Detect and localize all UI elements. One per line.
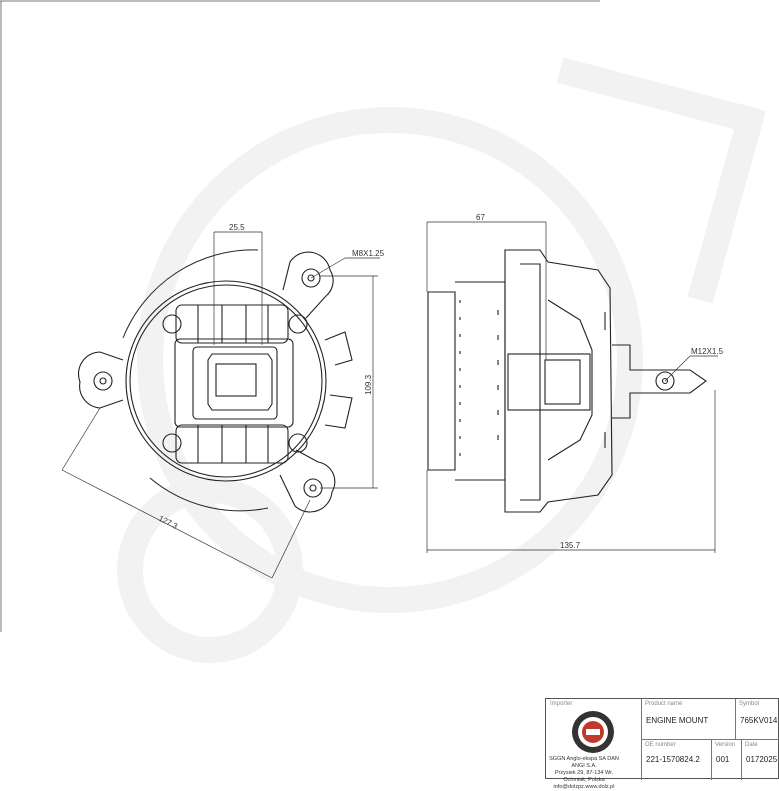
front-view bbox=[77, 249, 353, 513]
front-dimensions bbox=[61, 231, 380, 579]
producer-cell: Importer SGGN Anglo-ekspa SA DAN ANGI S.… bbox=[546, 699, 641, 790]
producer-address: SGGN Anglo-ekspa SA DAN ANGI S.A. Przysi… bbox=[547, 756, 621, 791]
title-block: Importer SGGN Anglo-ekspa SA DAN ANGI S.… bbox=[545, 698, 779, 790]
version-cell: Version 001 bbox=[711, 739, 741, 780]
version-value: 001 bbox=[716, 755, 730, 764]
dim-total-length: 135.7 bbox=[560, 541, 581, 550]
company-logo-icon bbox=[572, 711, 614, 753]
side-view bbox=[427, 249, 707, 513]
oe-label: OE number bbox=[645, 742, 676, 748]
producer-address-line: SGGN Anglo-ekspa SA DAN ANGI S.A. bbox=[549, 756, 619, 769]
producer-address-line: Przysiek 29, 87-134 Wr. Ochmiak, Polska bbox=[554, 770, 614, 783]
oe-cell: OE number 221-1570824.2 bbox=[641, 739, 711, 780]
symbol-cell: Symbol 765KV014 bbox=[735, 699, 779, 739]
dim-thread-top: M8X1.25 bbox=[352, 249, 385, 258]
side-dimensions bbox=[426, 221, 718, 553]
symbol-value: 765KV014 bbox=[740, 716, 778, 725]
date-label: Date bbox=[745, 742, 758, 748]
dim-thread-side: M12X1.5 bbox=[691, 347, 724, 356]
version-label: Version bbox=[715, 742, 736, 748]
watermark-gear bbox=[117, 57, 767, 663]
dim-side-width: 67 bbox=[476, 213, 485, 222]
dim-width-top: 25.5 bbox=[229, 223, 245, 232]
symbol-label: Symbol bbox=[739, 701, 760, 707]
producer-label: Importer bbox=[550, 701, 573, 707]
producer-address-line: info@dolzpz.www.dolz.pl bbox=[553, 784, 615, 790]
oe-value: 221-1570824.2 bbox=[646, 755, 700, 764]
product-label: Product name bbox=[645, 701, 683, 707]
product-cell: Product name ENGINE MOUNT bbox=[641, 699, 735, 739]
dim-height: 109.3 bbox=[364, 374, 373, 395]
date-value: 0172025 bbox=[746, 755, 778, 764]
date-cell: Date 0172025 bbox=[741, 739, 779, 780]
product-name: ENGINE MOUNT bbox=[646, 716, 709, 725]
